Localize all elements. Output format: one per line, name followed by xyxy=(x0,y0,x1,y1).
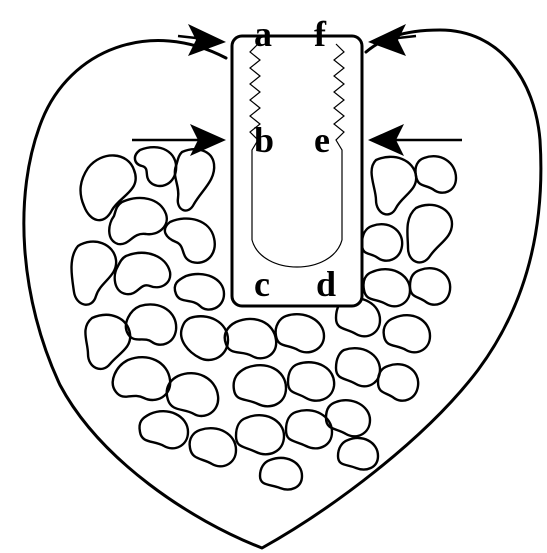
trabecula xyxy=(362,224,402,260)
trabecula xyxy=(81,155,136,220)
label-a: a xyxy=(254,14,272,54)
label-e: e xyxy=(314,120,330,160)
trabecula xyxy=(167,373,218,416)
trabecula xyxy=(378,364,418,400)
trabecula xyxy=(372,157,417,215)
label-f: f xyxy=(314,14,327,54)
arrow-mid-right xyxy=(368,124,462,156)
trabecula xyxy=(190,428,236,466)
arrow-top-left xyxy=(178,24,226,56)
trabecula xyxy=(165,219,215,263)
trabecula xyxy=(135,147,176,186)
arrow-mid-left xyxy=(132,124,226,156)
label-c: c xyxy=(254,264,270,304)
arrow-top-right xyxy=(368,24,416,56)
trabecula xyxy=(410,268,450,304)
trabecula xyxy=(225,319,276,358)
trabecula xyxy=(85,315,130,369)
trabecula xyxy=(139,411,188,448)
trabecula xyxy=(260,458,302,490)
trabecula xyxy=(234,365,286,406)
trabecula xyxy=(126,304,176,344)
trabecula xyxy=(336,348,380,386)
trabecula xyxy=(236,415,284,454)
trabecula xyxy=(288,362,334,400)
trabecula xyxy=(113,357,170,400)
trabecula xyxy=(115,253,170,294)
trabecula xyxy=(276,314,324,352)
trabecula xyxy=(175,149,214,210)
trabecula xyxy=(415,156,456,192)
trabecula xyxy=(181,316,228,360)
label-b: b xyxy=(254,120,274,160)
trabecula xyxy=(109,198,167,244)
trabecula xyxy=(175,274,224,310)
trabecula xyxy=(384,315,430,352)
trabecula xyxy=(363,269,410,306)
trabecula xyxy=(338,438,378,470)
label-d: d xyxy=(316,264,336,304)
trabecula xyxy=(72,242,117,305)
trabecula xyxy=(407,205,452,263)
